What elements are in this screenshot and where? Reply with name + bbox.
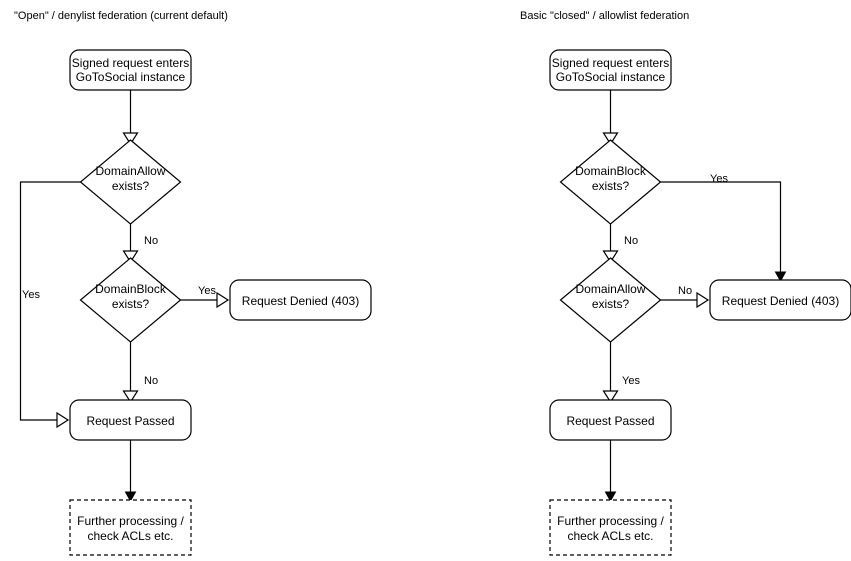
node-further-processing-denylist: Further processing / check ACLs etc. [69,499,192,556]
node-decision-domainblock-denylist: DomainBlock exists? [79,257,182,343]
node-request-passed-denylist: Request Passed [69,399,192,441]
denied-label: Request Denied (403) [242,294,359,308]
edge-block-yes-elbow [660,181,782,274]
arrowhead-entry-to-decision-one [122,132,139,146]
edge-label-allow-no: No [144,235,158,247]
decision-two-label-line2: exists? [592,297,630,311]
node-decision-domainallow-denylist: DomainAllow exists? [79,139,182,225]
decision-one-label-line1: DomainAllow [95,164,165,178]
diagram-allowlist: Basic "closed" / allowlist federation Si… [520,10,851,556]
arrowhead-allow-no [122,250,139,264]
arrowhead-entry-to-decision-one [602,132,619,146]
further-box [69,499,192,556]
entry-label-line2: GoToSocial instance [556,70,666,84]
arrowhead-passed-to-further [604,491,617,503]
further-label-line2: check ACLs etc. [567,529,653,543]
node-request-denied-denylist: Request Denied (403) [229,279,372,321]
entry-label-line2: GoToSocial instance [76,70,186,84]
decision-one-label-line2: exists? [592,179,630,193]
diagram-title-denylist: "Open" / denylist federation (current de… [14,10,228,22]
further-label-line2: check ACLs etc. [87,529,173,543]
arrowhead-block-no [602,250,619,264]
diagram-title-allowlist: Basic "closed" / allowlist federation [520,10,689,22]
further-label-line1: Further processing / [557,514,664,528]
edge-label-allow-no: No [678,285,692,297]
edge-label-block-yes: Yes [198,285,216,297]
node-request-passed-allowlist: Request Passed [549,399,672,441]
edge-label-block-no: No [144,375,158,387]
arrowhead-allow-no [696,291,710,309]
edge-label-allow-yes: Yes [622,375,640,387]
edge-label-block-yes: Yes [710,173,728,185]
arrowhead-block-yes [216,291,230,309]
decision-one-label-line1: DomainBlock [575,164,647,178]
diagram-denylist: "Open" / denylist federation (current de… [14,10,372,556]
decision-two-label-line1: DomainBlock [95,282,167,296]
passed-label: Request Passed [566,414,654,428]
arrowhead-block-no [122,390,139,404]
entry-label-line1: Signed request enters [72,56,189,70]
entry-label-line1: Signed request enters [552,56,669,70]
denied-label: Request Denied (403) [722,294,839,308]
decision-one-label-line2: exists? [112,179,150,193]
further-label-line1: Further processing / [77,514,184,528]
node-further-processing-allowlist: Further processing / check ACLs etc. [549,499,672,556]
node-decision-domainblock-allowlist: DomainBlock exists? [559,139,662,225]
further-box [549,499,672,556]
arrowhead-passed-to-further [124,491,137,503]
decision-two-label-line2: exists? [112,297,150,311]
node-request-denied-allowlist: Request Denied (403) [709,279,851,321]
arrowhead-allow-yes-loopback [56,411,70,429]
denied-box [709,279,851,321]
decision-two-label-line1: DomainAllow [575,282,645,296]
node-entry-allowlist: Signed request enters GoToSocial instanc… [549,49,672,91]
passed-label: Request Passed [86,414,174,428]
edge-allow-yes-loopback [19,181,81,421]
edge-label-block-no: No [624,235,638,247]
edge-label-allow-yes: Yes [22,289,40,301]
node-entry-denylist: Signed request enters GoToSocial instanc… [69,49,192,91]
node-decision-domainallow-allowlist: DomainAllow exists? [559,257,662,343]
arrowhead-allow-yes [602,390,619,404]
denied-box [229,279,372,321]
arrowhead-block-yes-elbow [774,271,787,283]
